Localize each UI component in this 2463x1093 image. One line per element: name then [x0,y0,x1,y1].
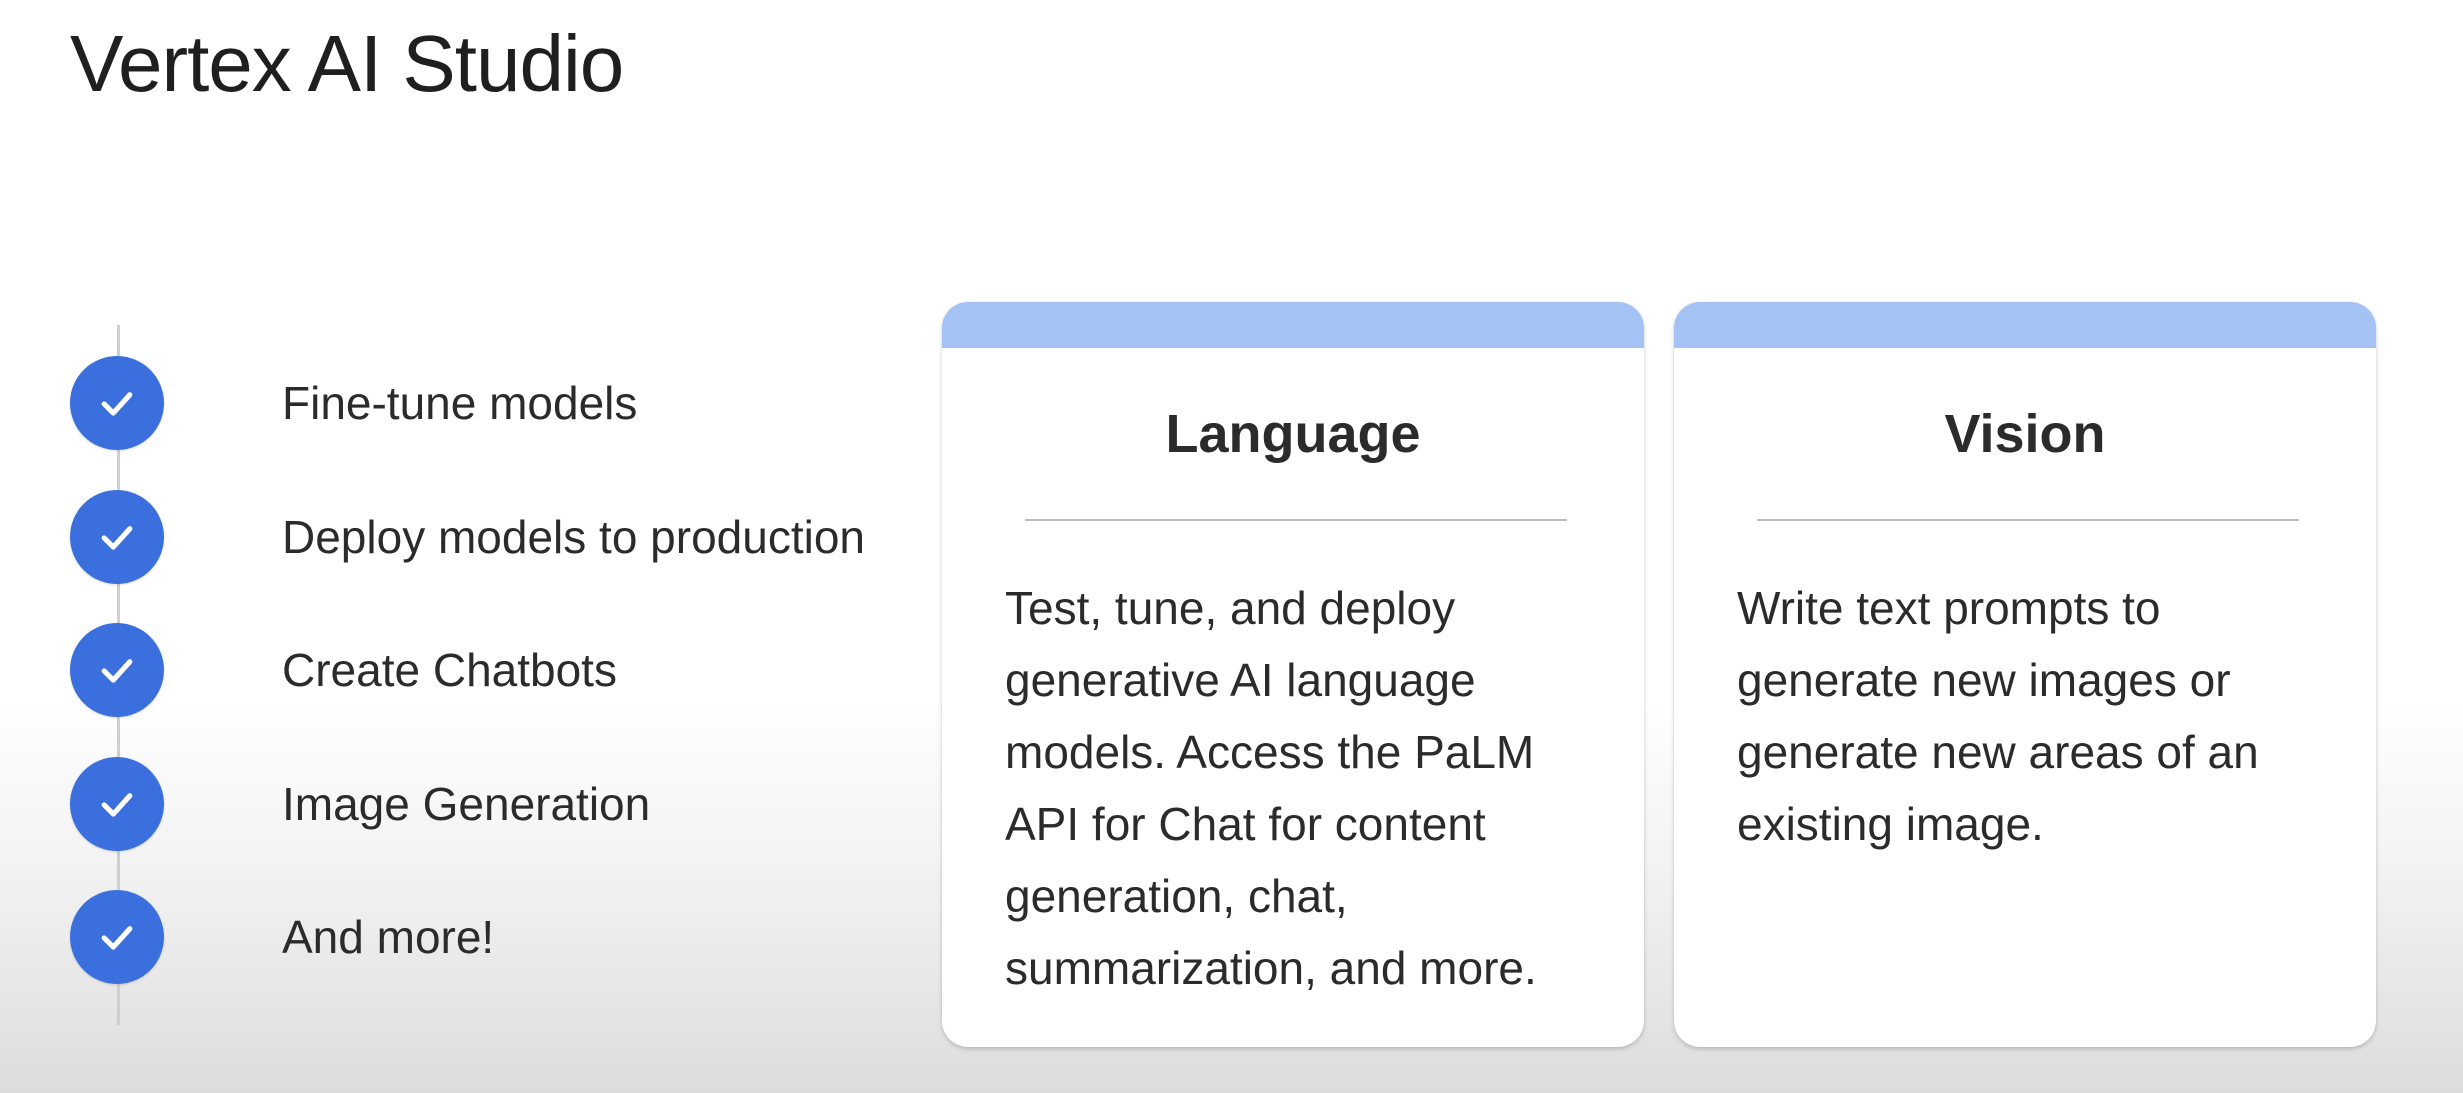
feature-checklist: Fine-tune models Deploy models to produc… [70,356,930,1024]
card-header-bar [942,302,1644,348]
vision-card: Vision Write text prompts to generate ne… [1674,302,2376,1047]
checklist-item-label: Image Generation [282,777,651,830]
card-description: Write text prompts to generate new image… [1737,582,2259,850]
checkmark-icon [70,489,164,584]
card-title: Language [1165,404,1421,464]
checklist-item-label: Deploy models to production [282,510,865,563]
checklist-item-label: Fine-tune models [282,377,638,429]
card-description: Test, tune, and deploy generative AI lan… [1005,582,1537,994]
card-header-bar [1674,302,2376,348]
checklist-item-label: And more! [282,911,495,963]
card-divider [1757,519,2299,521]
checklist-item: Image Generation [70,756,930,891]
checkmark-icon [70,623,164,717]
page-title: Vertex AI Studio [70,19,624,108]
checklist-item: Create Chatbots [70,623,930,757]
checklist-item: Deploy models to production [70,489,930,624]
checkmark-icon [70,356,164,450]
card-divider [1025,519,1567,521]
language-card: Language Test, tune, and deploy generati… [942,302,1644,1047]
checklist-item: And more! [70,890,930,1024]
checkmark-icon [70,890,164,984]
card-title: Vision [1944,404,2106,464]
checkmark-icon [70,756,164,851]
checklist-item: Fine-tune models [70,356,930,490]
checklist-item-label: Create Chatbots [282,644,617,696]
